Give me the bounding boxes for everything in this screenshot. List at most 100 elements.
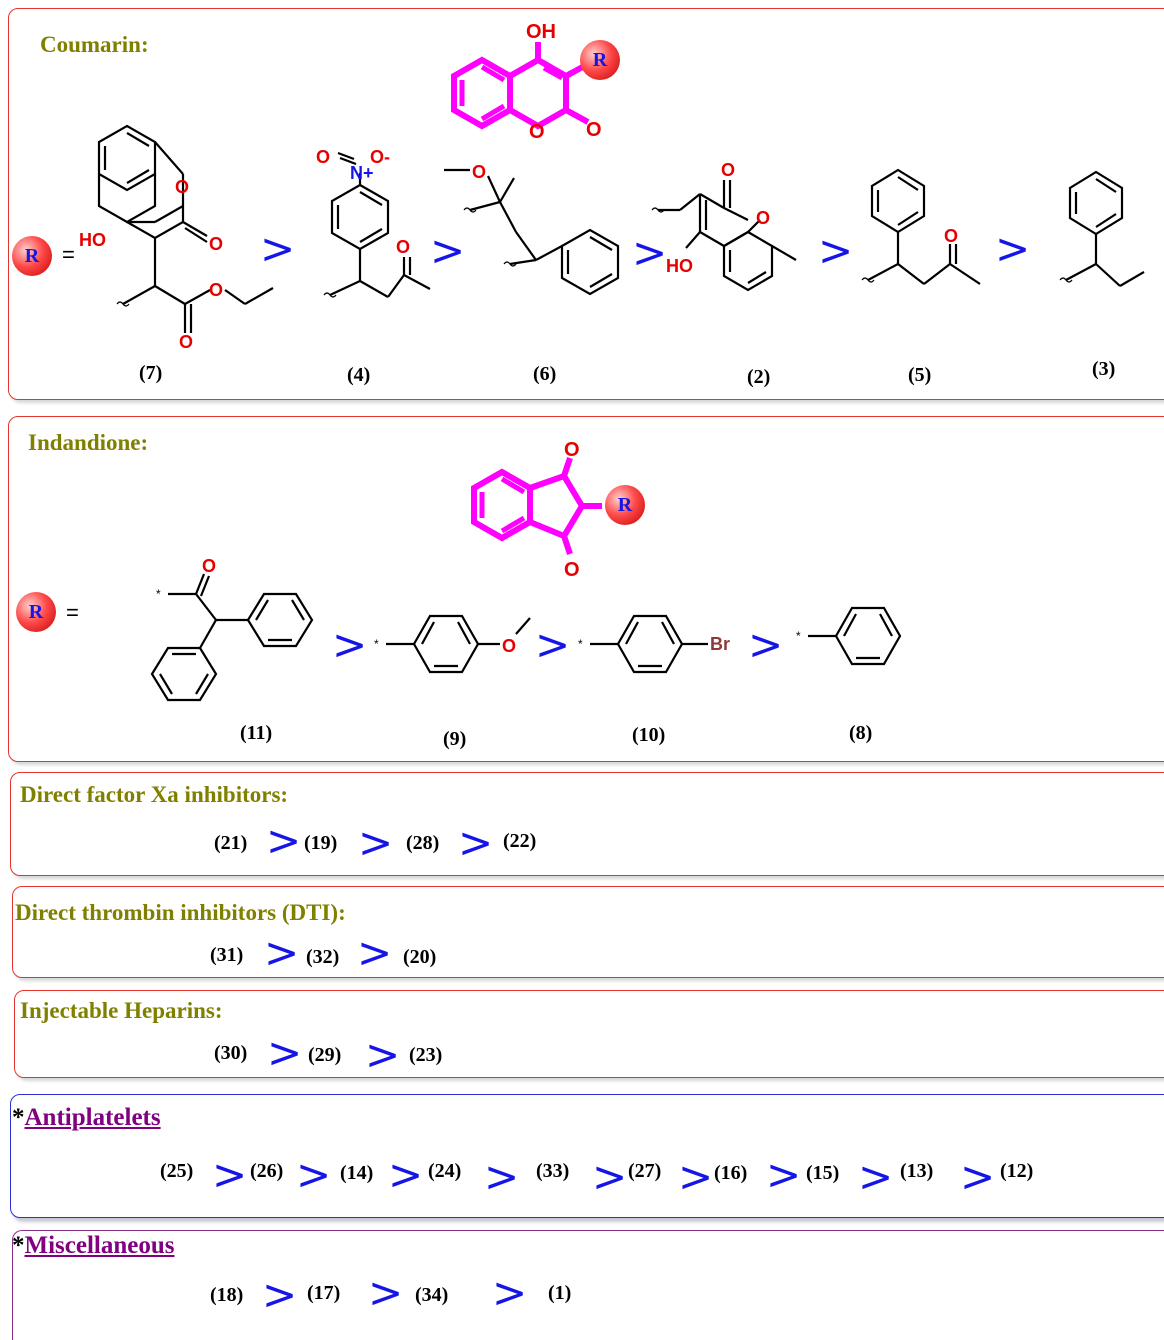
antiplatelets-title: *Antiplatelets xyxy=(12,1104,161,1132)
coumarin-gt-2: > xyxy=(430,226,466,275)
compound-5-structure: O xyxy=(861,168,981,285)
indandione-gt-1: > xyxy=(332,620,368,669)
antiplatelets-panel xyxy=(10,1094,1164,1218)
c7-ester-o: O xyxy=(209,280,223,300)
c8-attach: * xyxy=(796,629,801,643)
c4-ketone-o: O xyxy=(396,237,410,257)
coumarin-label-7: (7) xyxy=(139,362,163,384)
indandione-equals: = xyxy=(66,600,79,625)
indandione-label-8: (8) xyxy=(849,722,873,744)
c2-ring-o: O xyxy=(756,208,770,228)
indandione-r-label-icon: R xyxy=(16,592,56,632)
heparins-23: (23) xyxy=(409,1044,443,1066)
ind-scaffold-o2: O xyxy=(564,559,580,581)
antiplatelet-gt-9: > xyxy=(960,1152,996,1201)
misc-title-text: Miscellaneous xyxy=(24,1232,175,1259)
coumarin-r-label-icon: R xyxy=(12,236,52,276)
indandione-gt-3: > xyxy=(748,620,784,669)
thrombin-gt-1: > xyxy=(264,928,300,977)
antiplatelet-25: (25) xyxy=(160,1160,194,1182)
coumarin-label-2: (2) xyxy=(747,366,771,388)
misc-gt-2: > xyxy=(368,1268,404,1317)
coumarin-r-group-icon: R xyxy=(580,40,620,80)
antiplatelet-16: (16) xyxy=(714,1162,748,1184)
c7-ring-o: O xyxy=(175,177,189,197)
c2-carbonyl-o: O xyxy=(721,160,735,180)
indandione-label-11: (11) xyxy=(240,722,273,744)
c7-ester-carbonyl-o: O xyxy=(179,332,193,352)
antiplatelet-gt-6: > xyxy=(678,1152,714,1201)
c6-methoxy-o: O xyxy=(472,162,486,182)
factor-xa-title: Direct factor Xa inhibitors: xyxy=(20,782,289,807)
compound-6-structure: O xyxy=(444,162,620,296)
scaffold-ring-o-label: O xyxy=(529,121,545,143)
misc-34: (34) xyxy=(415,1284,449,1306)
antiplatelet-27: (27) xyxy=(628,1160,662,1182)
coumarin-gt-5: > xyxy=(995,224,1031,273)
antiplatelet-14: (14) xyxy=(340,1162,374,1184)
c11-ketone-o: O xyxy=(202,556,216,576)
antiplatelet-gt-3: > xyxy=(388,1150,424,1199)
misc-title: *Miscellaneous xyxy=(12,1232,175,1260)
factor-xa-gt-2: > xyxy=(358,818,394,867)
antiplatelet-gt-7: > xyxy=(766,1150,802,1199)
compound-2-structure: O O HO xyxy=(651,160,797,292)
antiplatelet-24: (24) xyxy=(428,1160,462,1182)
antiplatelets-title-text: Antiplatelets xyxy=(24,1104,161,1131)
heparins-gt-1: > xyxy=(267,1028,303,1077)
compound-7-structure: O O O O HO xyxy=(79,124,274,352)
c7-carbonyl-o: O xyxy=(209,234,223,254)
scaffold-carbonyl-o-label: O xyxy=(586,119,602,141)
compound-9-structure: * O xyxy=(374,614,531,674)
c4-nitro-o2: O- xyxy=(370,147,390,167)
heparins-29: (29) xyxy=(308,1044,342,1066)
thrombin-gt-2: > xyxy=(357,928,393,977)
coumarin-scaffold: OH O O xyxy=(451,21,602,143)
antiplatelet-12: (12) xyxy=(1000,1160,1034,1182)
factor-xa-22: (22) xyxy=(503,830,537,852)
indandione-scaffold: O O xyxy=(471,439,602,581)
indandione-panel xyxy=(8,416,1164,762)
heparins-gt-2: > xyxy=(365,1030,401,1079)
misc-gt-3: > xyxy=(492,1268,528,1317)
thrombin-32: (32) xyxy=(306,946,340,968)
indandione-label-10: (10) xyxy=(632,724,666,746)
coumarin-title: Coumarin: xyxy=(40,32,149,57)
factor-xa-panel xyxy=(10,772,1164,876)
coumarin-label-4: (4) xyxy=(347,364,371,386)
c10-bromine: Br xyxy=(710,634,730,654)
indandione-gt-2: > xyxy=(535,620,571,669)
indandione-label-9: (9) xyxy=(443,728,467,750)
heparins-panel xyxy=(14,990,1164,1078)
antiplatelet-gt-2: > xyxy=(296,1150,332,1199)
antiplatelet-33: (33) xyxy=(536,1160,570,1182)
thrombin-panel xyxy=(12,886,1164,978)
factor-xa-19: (19) xyxy=(304,832,338,854)
c5-ketone-o: O xyxy=(944,226,958,246)
antiplatelet-gt-8: > xyxy=(858,1152,894,1201)
misc-17: (17) xyxy=(307,1282,341,1304)
c4-nitro-o1: O xyxy=(316,147,330,167)
compound-10-structure: * Br xyxy=(578,614,730,674)
heparins-title: Injectable Heparins: xyxy=(20,998,223,1023)
antiplatelets-star: * xyxy=(12,1104,25,1131)
coumarin-gt-3: > xyxy=(632,228,668,277)
thrombin-20: (20) xyxy=(403,946,437,968)
factor-xa-gt-1: > xyxy=(266,816,302,865)
misc-panel xyxy=(12,1230,1164,1340)
c10-attach: * xyxy=(578,637,583,651)
coumarin-gt-4: > xyxy=(818,226,854,275)
antiplatelet-13: (13) xyxy=(900,1160,934,1182)
misc-1: (1) xyxy=(548,1282,572,1304)
scaffold-oh-label: OH xyxy=(526,21,556,43)
c9-methoxy-o: O xyxy=(502,636,516,656)
coumarin-gt-1: > xyxy=(260,224,296,273)
heparins-30: (30) xyxy=(214,1042,248,1064)
c2-hydroxyl: HO xyxy=(666,256,693,276)
misc-gt-1: > xyxy=(262,1270,298,1319)
ind-scaffold-o1: O xyxy=(564,439,580,461)
coumarin-label-5: (5) xyxy=(908,364,932,386)
antiplatelet-gt-1: > xyxy=(212,1150,248,1199)
factor-xa-gt-3: > xyxy=(458,818,494,867)
factor-xa-21: (21) xyxy=(214,832,248,854)
